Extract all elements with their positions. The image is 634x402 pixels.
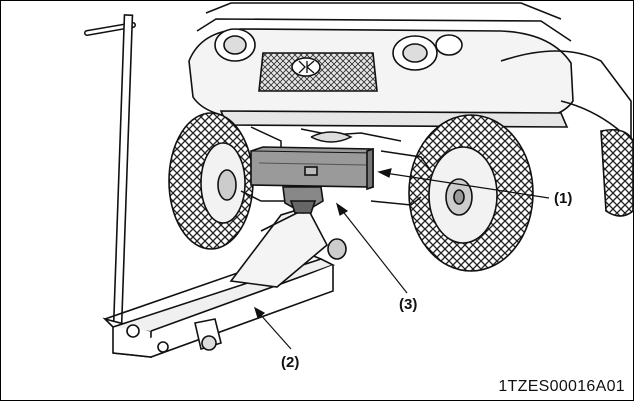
rear-tire bbox=[600, 128, 634, 217]
callout-2-label: (2) bbox=[281, 354, 299, 371]
vehicle-front bbox=[188, 2, 634, 217]
floor-jack bbox=[84, 14, 347, 358]
callout-3-label: (3) bbox=[399, 296, 417, 313]
front-left-wheel bbox=[168, 112, 254, 250]
front-right-wheel bbox=[408, 114, 534, 272]
figure-code: 1TZES00016A01 bbox=[498, 378, 625, 395]
brand-logo-icon bbox=[291, 57, 321, 77]
lift-block bbox=[250, 146, 374, 191]
jack-handle bbox=[112, 14, 134, 326]
callout-1-label: (1) bbox=[554, 190, 572, 207]
leader-lines bbox=[254, 168, 550, 350]
suspension bbox=[240, 126, 432, 206]
